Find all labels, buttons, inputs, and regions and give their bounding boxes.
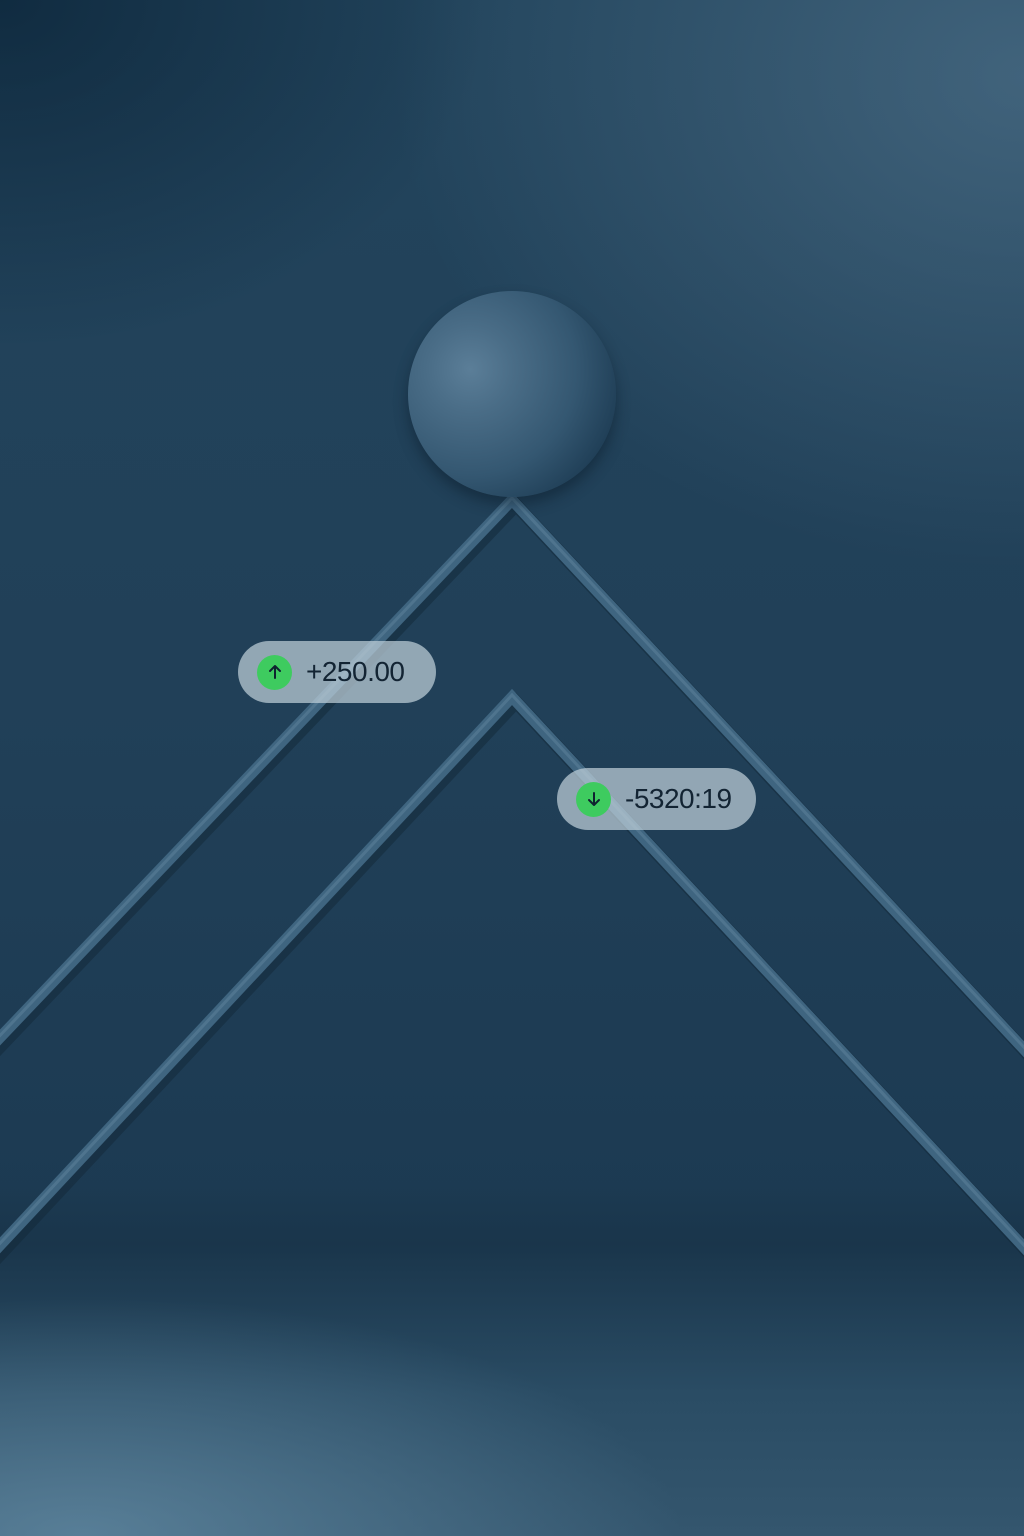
- outer-frame: [0, 491, 1024, 1058]
- arrow-up-icon: [257, 654, 292, 690]
- outer-frame-shadow: [0, 495, 1024, 1060]
- inner-frame-highlight: [0, 692, 1024, 1248]
- sphere: [408, 291, 616, 497]
- gain-badge: +250.00: [238, 641, 436, 703]
- arrow-down-icon: [576, 781, 611, 817]
- outer-frame-highlight: [0, 495, 1024, 1050]
- loss-badge: -5320:19: [557, 768, 756, 830]
- gain-value: +250.00: [306, 656, 405, 687]
- loss-value: -5320:19: [625, 783, 732, 814]
- floor-surface: [0, 1180, 1024, 1536]
- inner-frame: [0, 688, 1024, 1256]
- inner-frame-shadow: [0, 692, 1024, 1265]
